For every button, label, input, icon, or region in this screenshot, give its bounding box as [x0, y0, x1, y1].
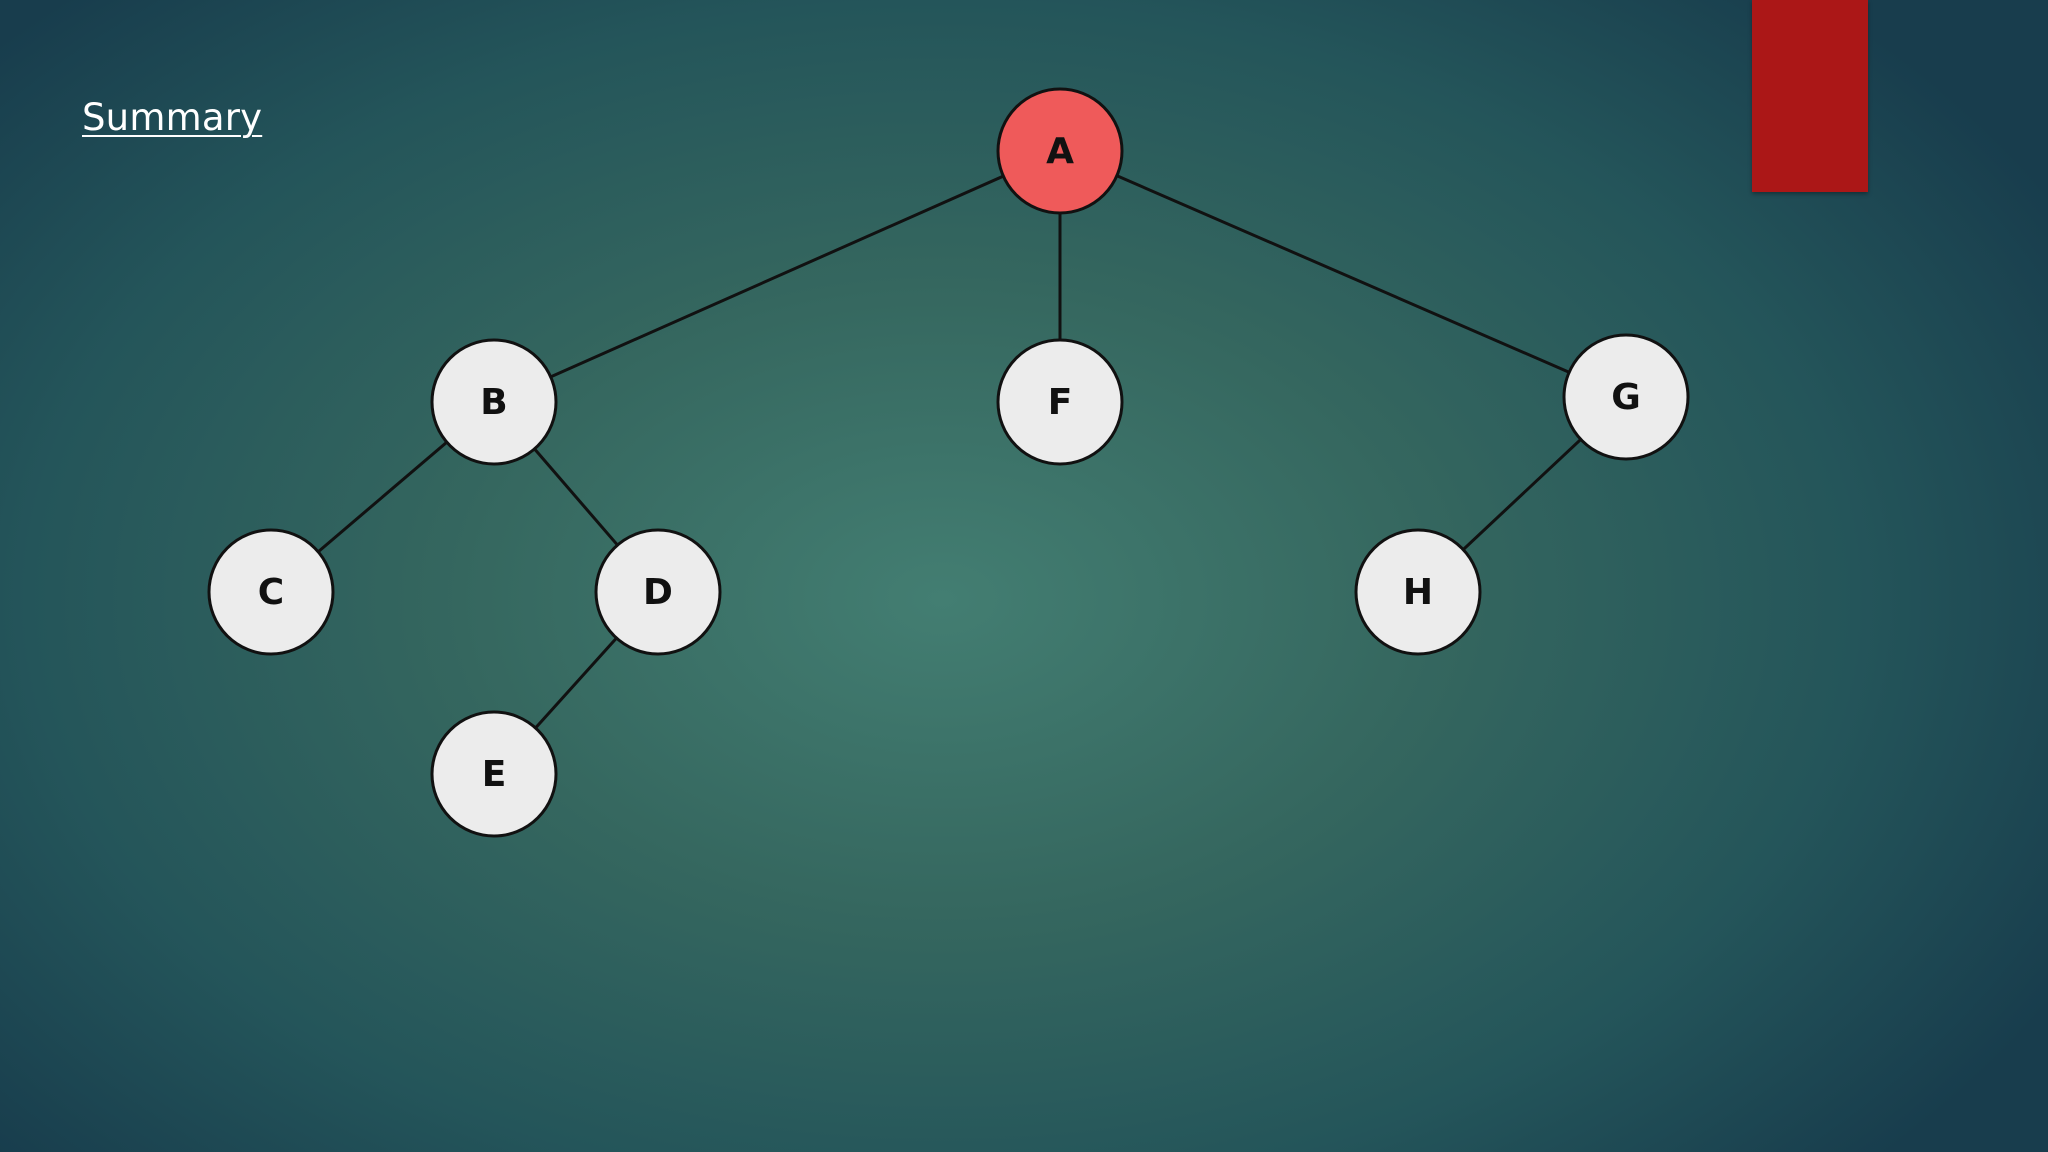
node-label-c: C	[258, 572, 284, 613]
accent-bar	[1752, 0, 1868, 192]
node-f: F	[996, 338, 1124, 466]
node-c: C	[207, 528, 335, 656]
node-circle-a	[996, 87, 1124, 215]
node-circle-h	[1354, 528, 1482, 656]
node-label-e: E	[482, 754, 507, 795]
node-b: B	[430, 338, 558, 466]
node-label-f: F	[1048, 382, 1073, 423]
edge-a-g	[1059, 149, 1627, 399]
node-circle-b	[430, 338, 558, 466]
node-label-h: H	[1403, 572, 1433, 613]
node-label-g: G	[1611, 377, 1641, 418]
node-circle-f	[996, 338, 1124, 466]
nodes-layer: A B F G C D H E	[207, 87, 1690, 838]
edges-layer	[270, 149, 1628, 776]
edge-a-b	[493, 149, 1061, 404]
node-label-a: A	[1046, 131, 1074, 172]
node-circle-d	[594, 528, 722, 656]
node-e: E	[430, 710, 558, 838]
node-d: D	[594, 528, 722, 656]
node-label-d: D	[643, 572, 673, 613]
node-circle-g	[1562, 333, 1690, 461]
node-circle-e	[430, 710, 558, 838]
node-a: A	[996, 87, 1124, 215]
node-label-b: B	[480, 382, 507, 423]
node-h: H	[1354, 528, 1482, 656]
node-circle-c	[207, 528, 335, 656]
node-g: G	[1562, 333, 1690, 461]
summary-link[interactable]: Summary	[82, 96, 263, 139]
